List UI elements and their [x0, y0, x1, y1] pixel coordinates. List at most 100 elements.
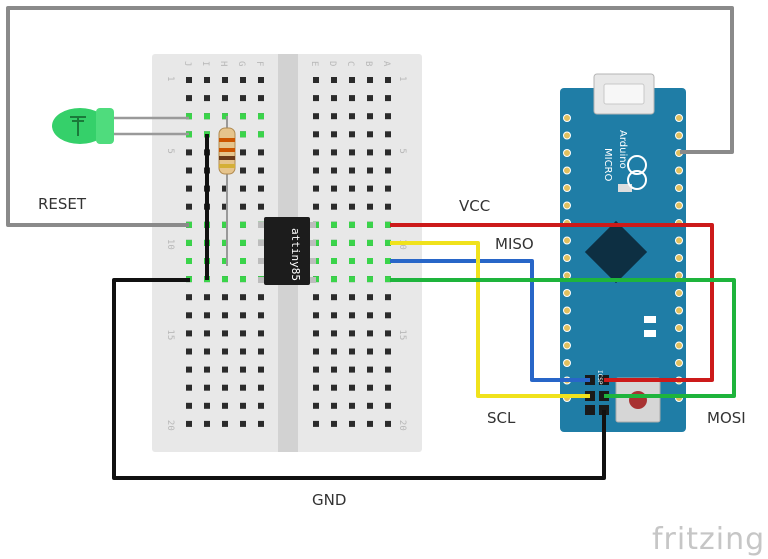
wire-mosi	[390, 278, 736, 398]
breadboard-row-number: 1	[165, 76, 175, 81]
breadboard-hole	[367, 366, 373, 373]
breadboard-column-letter: E	[309, 61, 319, 66]
breadboard-hole	[222, 95, 228, 102]
breadboard-hole-connected	[222, 221, 228, 228]
breadboard-hole	[331, 203, 337, 210]
fritzing-watermark: fritzing	[652, 522, 765, 557]
breadboard-row-number: 20	[397, 420, 407, 431]
breadboard-hole	[313, 330, 319, 337]
breadboard-hole	[385, 420, 391, 427]
breadboard-hole	[186, 167, 192, 174]
arduino-pin	[563, 254, 571, 262]
breadboard-hole	[240, 294, 246, 301]
breadboard-hole	[186, 77, 192, 83]
breadboard-hole	[385, 149, 391, 156]
breadboard-hole-connected	[222, 258, 228, 264]
breadboard-hole	[385, 384, 391, 391]
arduino-micro: Arduino MICRO ICSP	[560, 73, 686, 432]
microcontroller-chip	[584, 220, 648, 284]
arduino-model: MICRO	[602, 148, 613, 182]
breadboard-hole	[313, 203, 319, 210]
wire-reset	[6, 6, 734, 227]
breadboard-hole	[186, 312, 192, 319]
breadboard-hole-connected	[331, 258, 337, 264]
breadboard-hole	[258, 366, 264, 373]
breadboard-column-letter: C	[345, 61, 355, 66]
breadboard-hole-connected	[349, 258, 355, 264]
breadboard-hole-connected	[240, 276, 246, 283]
breadboard-hole	[313, 95, 319, 102]
breadboard-row-number: 20	[165, 420, 175, 431]
breadboard-hole-connected	[331, 276, 337, 283]
breadboard-hole-connected	[349, 221, 355, 228]
breadboard-hole-connected	[349, 276, 355, 283]
breadboard-hole	[367, 113, 373, 120]
breadboard-hole	[313, 384, 319, 391]
led-indicator	[618, 184, 632, 192]
breadboard-hole-connected	[222, 239, 228, 246]
arduino-pin	[675, 341, 683, 350]
breadboard-hole	[331, 348, 337, 355]
arduino-pin	[675, 359, 683, 367]
breadboard-column-letter: A	[381, 61, 391, 67]
breadboard-hole-connected	[204, 113, 210, 120]
arduino-pin	[675, 114, 683, 122]
breadboard-hole	[313, 167, 319, 174]
breadboard-hole	[240, 77, 246, 83]
breadboard-hole	[349, 185, 355, 192]
breadboard-hole-connected	[240, 239, 246, 246]
breadboard-hole-connected	[367, 221, 373, 228]
breadboard-hole	[313, 312, 319, 319]
breadboard-hole	[240, 185, 246, 192]
breadboard-hole	[222, 366, 228, 373]
breadboard-hole-connected	[222, 113, 228, 120]
arduino-pins-left	[563, 114, 571, 402]
breadboard-row-number: 5	[397, 148, 407, 153]
breadboard-hole	[367, 77, 373, 83]
breadboard-hole	[258, 294, 264, 301]
arduino-pin	[563, 341, 571, 350]
label-scl: SCL	[487, 409, 516, 427]
breadboard-hole	[367, 420, 373, 427]
attiny85-chip: attiny85	[258, 217, 316, 285]
breadboard-hole	[186, 420, 192, 427]
led	[52, 108, 189, 144]
breadboard-hole-connected	[331, 239, 337, 246]
breadboard-hole	[385, 348, 391, 355]
breadboard-hole	[222, 348, 228, 355]
breadboard-hole	[258, 203, 264, 210]
breadboard-hole	[385, 402, 391, 409]
breadboard-hole	[204, 77, 210, 83]
breadboard-hole	[349, 294, 355, 301]
breadboard-hole	[222, 402, 228, 409]
arduino-pin	[675, 184, 683, 192]
breadboard-hole	[204, 402, 210, 409]
breadboard-hole	[258, 348, 264, 355]
chip-leg	[310, 277, 316, 283]
breadboard-hole-connected	[367, 239, 373, 246]
arduino-pin	[563, 131, 571, 140]
breadboard-hole	[349, 131, 355, 138]
breadboard-hole	[204, 330, 210, 337]
breadboard-hole-connected	[240, 258, 246, 264]
breadboard-row-number: 1	[397, 76, 407, 81]
breadboard-hole	[367, 131, 373, 138]
breadboard-column-letter: H	[218, 61, 228, 66]
breadboard-hole-connected	[222, 276, 228, 283]
arduino-pin	[563, 289, 571, 297]
breadboard-hole	[331, 294, 337, 301]
breadboard-hole	[222, 420, 228, 427]
breadboard-hole	[349, 312, 355, 319]
chip-leg	[310, 240, 316, 246]
wires	[6, 6, 736, 480]
breadboard-hole	[240, 420, 246, 427]
arduino-pin	[675, 271, 683, 280]
chip-leg	[310, 222, 316, 228]
chip-leg	[258, 258, 264, 264]
label-miso: MISO	[495, 235, 534, 253]
breadboard-hole	[240, 330, 246, 337]
breadboard-hole-connected	[385, 258, 391, 264]
breadboard-hole	[385, 77, 391, 83]
breadboard-hole	[258, 402, 264, 409]
